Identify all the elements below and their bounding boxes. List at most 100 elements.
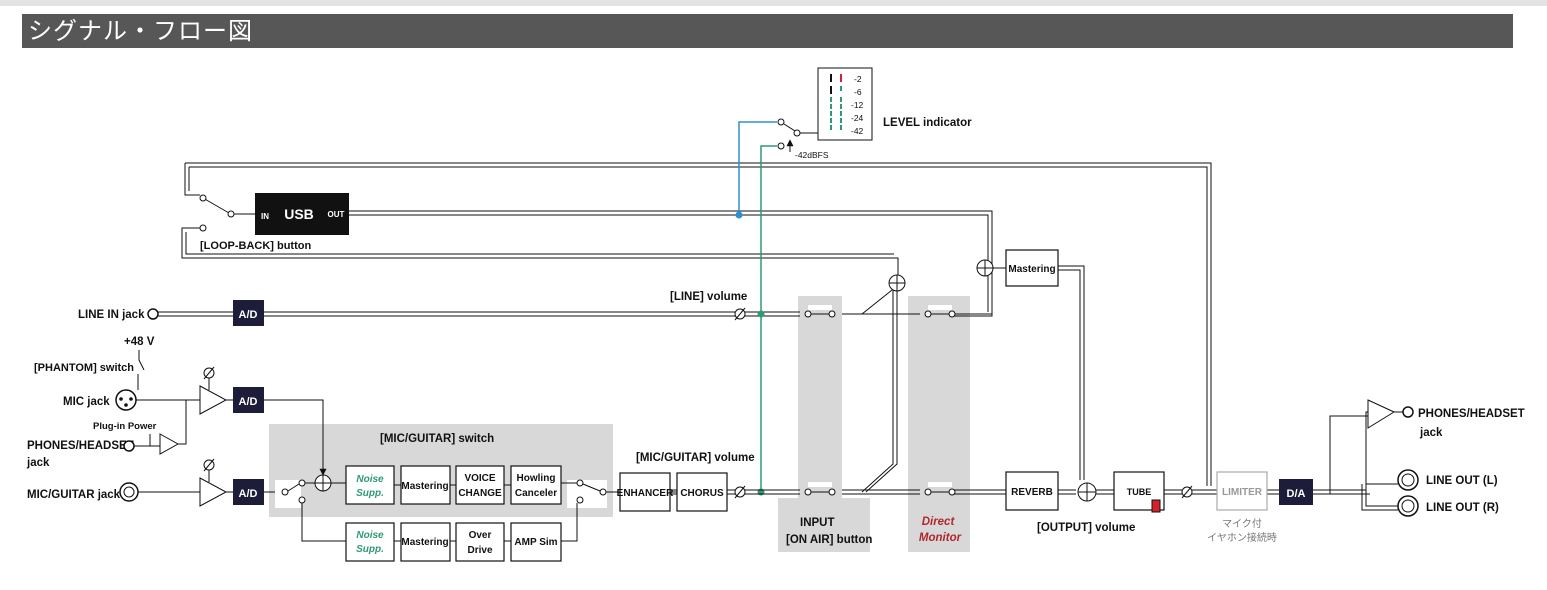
level-select-arm [783, 123, 796, 132]
level-monitor-line [760, 145, 777, 492]
tube-indicator [1151, 499, 1161, 513]
phantom-switch[interactable] [137, 350, 145, 390]
tube-label: TUBE [1127, 487, 1152, 497]
phantom-voltage-label: +48 V [124, 336, 155, 348]
input-line-contact-b [828, 310, 836, 318]
line-ad-label: A/D [239, 309, 258, 321]
mic-preamp [199, 385, 228, 415]
loopback-bus [185, 162, 1212, 486]
phones-out-amp [1367, 399, 1396, 429]
amp-sim-block [510, 522, 562, 562]
mastering-2 [400, 522, 451, 562]
mic-jack [115, 389, 137, 411]
level-indicator [817, 67, 873, 141]
da-converter [1279, 479, 1313, 505]
line-out-r-wire [1365, 488, 1398, 507]
mic-guitar-jack-label: MIC/GUITAR jack [27, 489, 121, 501]
loopback-left [184, 163, 200, 196]
mg-switch-in-a [298, 479, 306, 487]
mic-jack-label: MIC jack [63, 396, 110, 408]
mg-switch-in-b [298, 496, 306, 504]
mic-jack-pin-3 [124, 403, 128, 407]
line-sum-plus [889, 275, 905, 291]
output-mastering-block [1005, 249, 1059, 287]
mic-guitar-gain-slash [203, 458, 215, 482]
reverb-label: REVERB [1011, 487, 1053, 498]
mg-switch-in-arm[interactable] [287, 483, 300, 492]
direct-line-switch [928, 305, 952, 310]
limiter-note-2: イヤホン接続時 [1207, 531, 1277, 544]
level-select-contact-a [777, 118, 785, 126]
chorus-label: CHORUS [680, 488, 724, 499]
line-volume-slash [734, 307, 746, 321]
mg-switch-in-pivot [281, 488, 289, 496]
mic-ad-label: A/D [239, 396, 258, 408]
out-to-phones-b [1329, 415, 1368, 494]
phones-in-label-2: jack [26, 457, 50, 469]
noise-supp-2 [345, 522, 395, 562]
line-to-sum [861, 289, 893, 315]
output-volume-slash [1181, 485, 1193, 499]
mic-guitar-volume-label: [MIC/GUITAR] volume [636, 452, 755, 464]
level-tick-1: -2 [854, 74, 862, 84]
mastering-1 [400, 465, 451, 505]
howling-canceler-block [510, 465, 562, 505]
direct-line-contact-b [948, 310, 956, 318]
usb-tap-dot [735, 211, 743, 219]
mg-lower-path [301, 503, 346, 542]
level-meter-leds [830, 74, 842, 130]
usb-in-pivot [227, 210, 235, 218]
mastering-out-inner [1058, 269, 1081, 480]
mic-sum-plus [315, 475, 331, 491]
reverb-block [1005, 471, 1059, 511]
mg-switch-out-arm[interactable] [582, 483, 601, 492]
mic-ad-to-sum [264, 399, 327, 476]
loopback-return-inner [185, 232, 894, 255]
overdrive-block [455, 522, 505, 562]
noise-supp-2-l1: Noise [356, 530, 384, 541]
switch-in-gap [275, 480, 301, 508]
mastering-out [1058, 265, 1085, 480]
mic-guitar-jack-inner [123, 486, 135, 498]
mg-switch-out-b [576, 496, 584, 504]
usb-label: USB [284, 206, 314, 222]
mic-guitar-ad-converter [233, 479, 264, 505]
loopback-bus-inner [189, 166, 1208, 486]
noise-supp-1-l1: Noise [356, 474, 384, 485]
howling-l1: Howling [517, 473, 556, 484]
direct-monitor-label-1: Direct [922, 516, 956, 528]
usb-in-contact-a [199, 194, 207, 202]
phones-in-jack [123, 440, 135, 452]
level-tick-2: -6 [854, 87, 862, 97]
usb-sum-plus [977, 260, 993, 276]
amp-sim-label: AMP Sim [514, 537, 557, 548]
direct-mic-contact-b [948, 488, 956, 496]
out-to-phones [1313, 411, 1368, 491]
overdrive-l1: Over [469, 530, 492, 541]
line-tap-dot [757, 310, 765, 318]
usb-out-label: OUT [328, 210, 345, 219]
mastering-1-label: Mastering [401, 481, 448, 492]
mic-guitar-ad-label: A/D [239, 488, 258, 500]
line-out-r-label: LINE OUT (R) [1426, 502, 1499, 514]
mic-guitar-switch-label: [MIC/GUITAR] switch [380, 433, 494, 445]
enhancer-block [619, 472, 671, 512]
overdrive-l2: Drive [467, 545, 492, 556]
line-ad-converter [233, 300, 264, 326]
line-volume-label: [LINE] volume [670, 291, 747, 303]
usb-out-bus-inner [349, 214, 989, 312]
da-label: D/A [1287, 488, 1306, 500]
plugin-power-amp [159, 433, 180, 455]
input-mic-contact-b [828, 488, 836, 496]
phones-out-label-2: jack [1419, 427, 1443, 439]
output-sum-plus [1078, 483, 1096, 501]
plugin-power-label: Plug-in Power [93, 421, 157, 432]
title-bar: シグナル・フロー図 [22, 14, 1513, 48]
plugin-power-link [149, 434, 160, 447]
page-title: シグナル・フロー図 [28, 17, 253, 45]
mic-guitar-preamp [199, 477, 228, 507]
limiter-label: LIMITER [1222, 487, 1263, 498]
usb-block [255, 193, 349, 235]
input-button-label-2: [ON AIR] button [786, 534, 872, 546]
voice-change-l2: CHANGE [458, 488, 502, 499]
